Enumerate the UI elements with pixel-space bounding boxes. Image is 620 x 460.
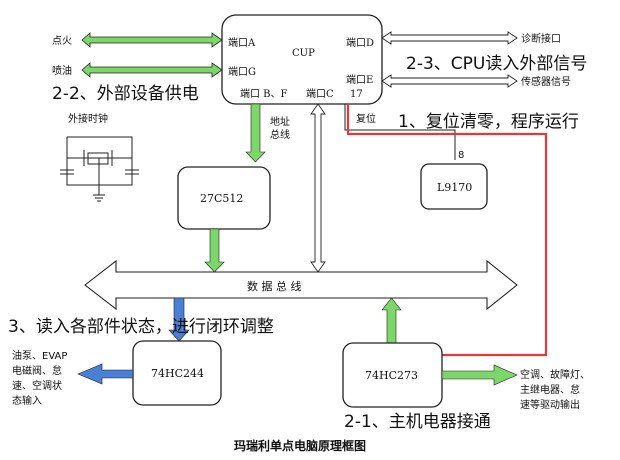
cpu-block (221, 14, 383, 105)
data-bus-label: 数 据 总 线 (247, 279, 302, 293)
ignition-arrow (81, 32, 223, 48)
reset-label: 复位 (356, 112, 376, 125)
address-bus-arrow (245, 103, 266, 163)
port-bf-label: 端口 B、F (240, 87, 288, 100)
cpu-name: CUP (292, 48, 315, 59)
port-e-label: 端口E (346, 73, 373, 86)
output-latch-label: 74HC273 (365, 369, 418, 382)
diagnostic-port-label: 诊断接口 (521, 32, 561, 45)
eprom-label: 27C512 (200, 192, 243, 205)
clock-label: 外接时钟 (68, 112, 108, 125)
outputs-label-2: 主继电器、怠 (520, 383, 580, 396)
port-c-bus-arrow (310, 103, 326, 273)
annotation-3: 3、读入各部件状态，进行闭环调整 (8, 317, 274, 337)
output-to-bus-arrow (381, 297, 402, 344)
diagnostic-arrow (381, 31, 518, 45)
inputs-label-2: 电磁阀、怠 (12, 364, 62, 377)
bus-to-input-arrow (168, 297, 190, 342)
reset-red-line (346, 104, 548, 357)
inputs-label-1: 油泵、EVAP (12, 349, 67, 362)
input-buffer-label: 74HC244 (151, 367, 204, 380)
pin-8-label: 8 (458, 150, 464, 161)
inputs-label-4: 态输入 (12, 394, 42, 407)
l9170-label: L9170 (437, 181, 472, 194)
sensor-signal-label: 传感器信号 (521, 75, 571, 88)
eprom-block (177, 166, 271, 230)
outputs-label-1: 空调、故障灯、 (520, 368, 590, 381)
pin-17-label: 17 (350, 89, 363, 100)
port-d-label: 端口D (346, 36, 374, 49)
outputs-label-3: 速等驱动输出 (520, 398, 580, 411)
injection-arrow (81, 62, 223, 78)
annotation-2-2: 2-2、外部设备供电 (52, 84, 199, 104)
data-bus-arrow (84, 259, 518, 311)
port-g-label: 端口G (228, 65, 256, 78)
address-bus-label-2: 总线 (270, 128, 290, 141)
annotation-2-1: 2-1、主机电器接通 (344, 412, 491, 432)
port-a-label: 端口A (228, 36, 256, 49)
outputs-arrow (441, 364, 518, 386)
inputs-label-3: 速、空调状 (12, 379, 62, 392)
inputs-arrow (77, 363, 134, 385)
ignition-label: 点火 (52, 35, 72, 47)
annotation-2-3: 2-3、CPU读入外部信号 (406, 54, 587, 74)
clock-circuit (60, 136, 139, 202)
diagram-caption: 玛瑞利单点电脑原理框图 (234, 438, 366, 453)
port-c-label: 端口C (306, 87, 334, 100)
address-bus-label-1: 地址 (270, 115, 290, 128)
reset-line (344, 104, 456, 160)
annotation-1: 1、复位清零，程序运行 (398, 112, 579, 132)
injection-label: 喷油 (52, 64, 72, 77)
eprom-to-bus-arrow (204, 228, 225, 273)
l9170-block (420, 163, 488, 210)
sensor-arrow (381, 74, 518, 88)
